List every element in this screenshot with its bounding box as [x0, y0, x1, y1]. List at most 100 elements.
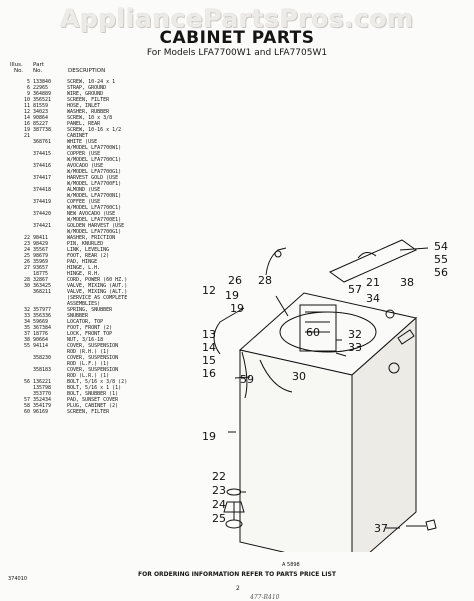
- header-illus: Illus. No.: [10, 62, 23, 74]
- parts-part-no: 352434: [33, 397, 52, 403]
- header-illus-line1: Illus.: [10, 62, 23, 68]
- parts-part-no: 374420: [33, 211, 52, 217]
- parts-illus-no: 30: [23, 283, 30, 289]
- parts-illus-no: 32: [23, 307, 30, 313]
- leveling-link: [223, 501, 245, 513]
- parts-description: WIRE, GROUND: [67, 91, 104, 97]
- parts-description: FOOT, REAR (2): [67, 253, 110, 259]
- parts-part-no: 35567: [33, 247, 49, 253]
- inlet-fitting: [274, 250, 282, 258]
- parts-part-no: 32867: [33, 277, 49, 283]
- cabinet-front-panel: [239, 349, 353, 552]
- callout-15: 15: [202, 354, 216, 367]
- parts-part-no: 98429: [33, 241, 49, 247]
- parts-description: W/MODEL LFA7700G1): [67, 169, 122, 175]
- callout-59: 59: [240, 373, 254, 386]
- parts-part-no: 22965: [33, 85, 49, 91]
- parts-description: NEW AVOCADO (USE: [67, 211, 116, 217]
- callout-16: 16: [202, 367, 216, 380]
- mixing-valve: [299, 304, 337, 352]
- parts-part-no: 353770: [33, 391, 52, 397]
- header-part-line1: Part: [33, 62, 44, 68]
- page-subtitle: For Models LFA7700W1 and LFA7705W1: [146, 48, 328, 58]
- parts-description: ROD (R.H.) (1): [67, 349, 110, 355]
- parts-part-no: 94114: [33, 343, 49, 349]
- hinge-top: [357, 252, 377, 259]
- parts-description: SNUBBER: [67, 313, 89, 319]
- parts-part-no: 135798: [33, 385, 52, 391]
- parts-part-no: 90864: [33, 115, 49, 121]
- parts-part-no: 374419: [33, 199, 52, 205]
- parts-description: W/MODEL LFA7700F1): [67, 181, 122, 187]
- parts-description: SCREW, 10-24 x 1: [67, 79, 116, 85]
- parts-description: SCREEN, FILTER: [67, 97, 110, 103]
- parts-part-no: 18775: [33, 271, 49, 277]
- parts-description: BOLT, 5/16 x 3/8 (2): [67, 379, 128, 385]
- parts-part-no: 354179: [33, 403, 52, 409]
- parts-part-no: 368761: [33, 139, 52, 145]
- callout-60: 60: [306, 326, 320, 339]
- page-number: 2: [236, 585, 240, 592]
- parts-part-no: 363425: [33, 283, 52, 289]
- parts-description: COVER, SUSPENSION: [67, 367, 119, 373]
- parts-illus-no: 6: [26, 85, 30, 91]
- parts-description: ALMOND (USE: [67, 187, 101, 193]
- parts-description: LOCK, FRONT TOP: [67, 331, 113, 337]
- callout-34: 34: [366, 292, 380, 305]
- callout-21: 21: [366, 276, 380, 289]
- parts-part-no: 374416: [33, 163, 52, 169]
- parts-description: WHITE (USE: [67, 139, 98, 145]
- parts-description: FOOT, FRONT (2): [67, 325, 113, 331]
- watermark: AppliancePartsPros.com: [60, 4, 414, 33]
- parts-description: HINGE, R.H.: [67, 271, 101, 277]
- parts-row: W/MODEL LFA7700E1): [10, 217, 200, 223]
- parts-illus-no: 25: [23, 253, 30, 259]
- parts-part-no: 35969: [33, 259, 49, 265]
- parts-part-no: 98679: [33, 253, 49, 259]
- parts-description: PLUG, CABINET (2): [67, 403, 119, 409]
- parts-illus-no: 28: [23, 277, 30, 283]
- parts-illus-no: 12: [23, 109, 30, 115]
- parts-part-no: 374417: [33, 175, 52, 181]
- callout-54: 54: [434, 240, 448, 253]
- parts-description: ROD (L.R.) (1): [67, 373, 110, 379]
- parts-part-no: 364889: [33, 91, 52, 97]
- parts-description: LOCATOR, TOP: [67, 319, 104, 325]
- parts-illus-no: 56: [23, 379, 30, 385]
- friction-washer: [226, 488, 242, 496]
- parts-part-no: 374415: [33, 151, 52, 157]
- parts-part-no: 96169: [33, 409, 49, 415]
- parts-part-no: 98411: [33, 235, 49, 241]
- parts-description: AVOCADO (USE: [67, 163, 104, 169]
- callout-28: 28: [258, 274, 272, 287]
- parts-row: 18775 HINGE, R.H.: [10, 271, 200, 277]
- parts-description: BOLT, 5/16 x 1 (1): [67, 385, 122, 391]
- parts-description: GOLDEN HARVEST (USE: [67, 223, 125, 229]
- parts-part-no: 367384: [33, 325, 52, 331]
- parts-illus-no: 27: [23, 265, 30, 271]
- parts-description: W/MODEL LFA7700E1): [67, 217, 122, 223]
- parts-part-no: 356336: [33, 313, 52, 319]
- hinge-right: [397, 329, 415, 345]
- parts-description: WASHER, RUBBER: [67, 109, 110, 115]
- parts-row: W/MODEL LFA7700W1): [10, 145, 200, 151]
- callout-14: 14: [202, 341, 216, 354]
- callout-30: 30: [292, 370, 306, 383]
- handwritten-note: 477-R410: [250, 594, 280, 601]
